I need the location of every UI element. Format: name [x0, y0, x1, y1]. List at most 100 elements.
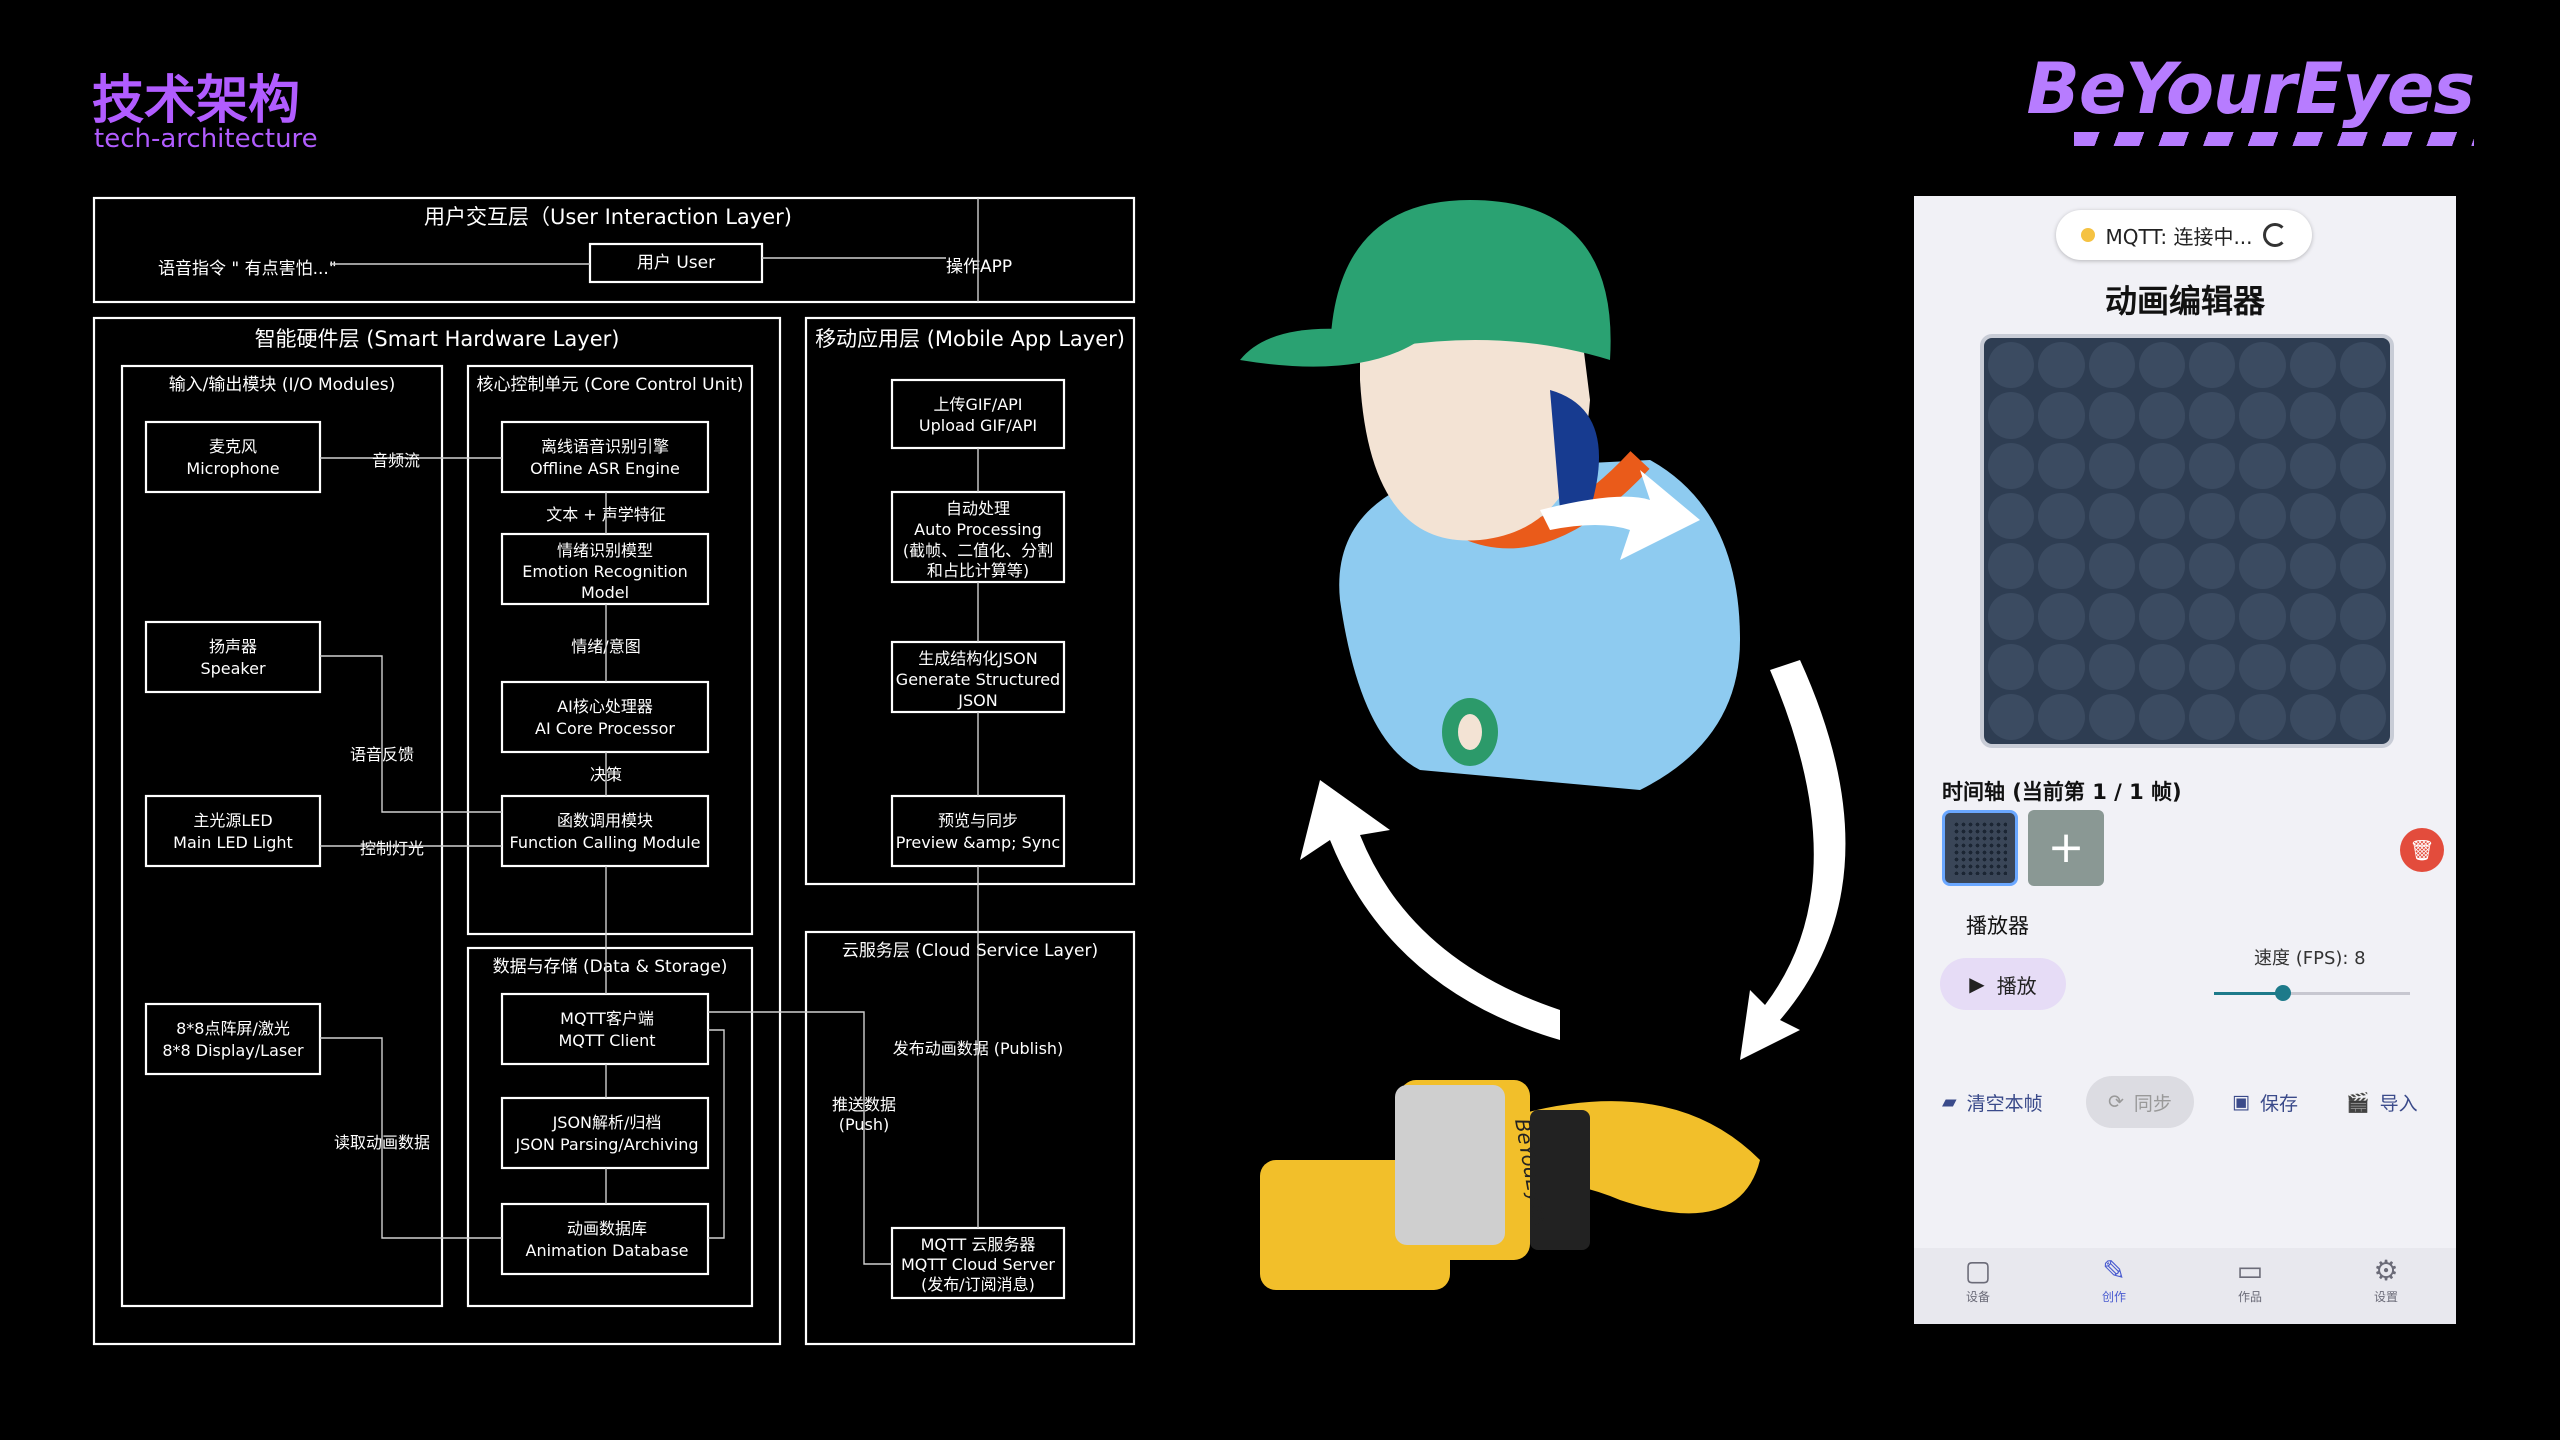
led-cell[interactable]: [1988, 643, 2035, 690]
led-cell[interactable]: [2088, 492, 2135, 539]
led-cell[interactable]: [1988, 693, 2035, 740]
led-cell[interactable]: [2138, 342, 2185, 389]
tab-device[interactable]: ▢设备: [1938, 1254, 2018, 1305]
led-cell[interactable]: [2239, 392, 2286, 439]
delete-frame-button[interactable]: 🗑: [2400, 828, 2444, 872]
led-cell[interactable]: [2088, 392, 2135, 439]
asr-node: [500, 420, 710, 494]
play-icon: ▶: [1969, 972, 1985, 996]
led-cell[interactable]: [2138, 643, 2185, 690]
mqtt-status-pill[interactable]: MQTT: 连接中...: [2056, 210, 2312, 260]
sync-button[interactable]: ⟳同步: [2086, 1076, 2194, 1128]
led-cell[interactable]: [2138, 693, 2185, 740]
led-cell[interactable]: [1988, 492, 2035, 539]
led-cell[interactable]: [2239, 643, 2286, 690]
led-cell[interactable]: [2038, 492, 2085, 539]
led-cell[interactable]: [2289, 693, 2336, 740]
led-cell[interactable]: [2289, 492, 2336, 539]
add-frame-button[interactable]: +: [2028, 810, 2104, 886]
func-node: [500, 794, 710, 868]
edge-publish: 发布动画数据 (Publish): [893, 1039, 1064, 1058]
led-cell[interactable]: [2339, 693, 2386, 740]
led-cell[interactable]: [2038, 543, 2085, 590]
hw-layer-title: 智能硬件层 (Smart Hardware Layer): [255, 327, 620, 351]
import-button[interactable]: 🎬导入: [2346, 1091, 2418, 1115]
led-cell[interactable]: [2239, 342, 2286, 389]
led-cell[interactable]: [2038, 693, 2085, 740]
led-cell[interactable]: [2088, 593, 2135, 640]
cycle-illustration: BeYouEyes: [1240, 200, 1846, 1290]
player-label: 播放器: [1966, 914, 2029, 938]
frame-thumbnail[interactable]: [1942, 810, 2018, 886]
led-cell[interactable]: [2189, 442, 2236, 489]
led-cell[interactable]: [2138, 392, 2185, 439]
led-cell[interactable]: [2038, 593, 2085, 640]
svg-text:Function Calling Module: Function Calling Module: [509, 833, 700, 852]
led-cell[interactable]: [2289, 593, 2336, 640]
led-cell[interactable]: [2289, 442, 2336, 489]
led-cell[interactable]: [2088, 442, 2135, 489]
tab-works[interactable]: ▭作品: [2210, 1254, 2290, 1305]
led-cell[interactable]: [2289, 643, 2336, 690]
led-cell[interactable]: [1988, 593, 2035, 640]
led-cell[interactable]: [2088, 643, 2135, 690]
svg-text:Main LED Light: Main LED Light: [173, 833, 293, 852]
svg-text:自动处理: 自动处理: [946, 499, 1010, 518]
led-cell[interactable]: [2339, 442, 2386, 489]
save-button[interactable]: ▣保存: [2232, 1091, 2298, 1115]
play-button[interactable]: ▶ 播放: [1940, 958, 2066, 1010]
led-cell[interactable]: [2189, 593, 2236, 640]
svg-text:Auto Processing: Auto Processing: [914, 520, 1042, 539]
operate-app-label: 操作APP: [946, 257, 1012, 277]
led-cell[interactable]: [2189, 693, 2236, 740]
led-cell[interactable]: [1988, 342, 2035, 389]
svg-text:MQTT Cloud Server: MQTT Cloud Server: [901, 1255, 1055, 1274]
led-cell[interactable]: [2239, 543, 2286, 590]
led-cell[interactable]: [2189, 392, 2236, 439]
led-cell[interactable]: [2239, 492, 2286, 539]
led-cell[interactable]: [2189, 342, 2236, 389]
led-cell[interactable]: [2189, 643, 2236, 690]
led-cell[interactable]: [2239, 693, 2286, 740]
led-cell[interactable]: [2138, 593, 2185, 640]
action-bar: ▰清空本帧 ⟳同步 ▣保存 🎬导入: [1914, 1076, 2456, 1136]
led-cell[interactable]: [2339, 593, 2386, 640]
led-cell[interactable]: [2038, 643, 2085, 690]
led-cell[interactable]: [2088, 342, 2135, 389]
svg-text:MQTT 云服务器: MQTT 云服务器: [921, 1235, 1036, 1254]
led-cell[interactable]: [1988, 392, 2035, 439]
led-cell[interactable]: [2339, 543, 2386, 590]
led-cell[interactable]: [2339, 492, 2386, 539]
led-matrix-editor[interactable]: [1980, 334, 2394, 748]
led-cell[interactable]: [2189, 543, 2236, 590]
led-cell[interactable]: [2038, 392, 2085, 439]
led-cell[interactable]: [1988, 543, 2035, 590]
led-cell[interactable]: [2038, 442, 2085, 489]
clear-frame-button[interactable]: ▰清空本帧: [1942, 1091, 2043, 1115]
led-cell[interactable]: [2088, 693, 2135, 740]
speed-slider[interactable]: [2214, 985, 2410, 1001]
tab-settings[interactable]: ⚙设置: [2346, 1254, 2426, 1305]
led-cell[interactable]: [2138, 543, 2185, 590]
led-cell[interactable]: [2038, 342, 2085, 389]
brand-stripes: [2074, 132, 2474, 146]
slider-knob[interactable]: [2274, 985, 2291, 1001]
led-cell[interactable]: [2239, 442, 2286, 489]
led-cell[interactable]: [1988, 442, 2035, 489]
led-cell[interactable]: [2339, 643, 2386, 690]
svg-text:主光源LED: 主光源LED: [193, 811, 272, 830]
led-cell[interactable]: [2339, 392, 2386, 439]
led-cell[interactable]: [2138, 442, 2185, 489]
led-cell[interactable]: [2138, 492, 2185, 539]
tab-create[interactable]: ✎创作: [2074, 1254, 2154, 1305]
led-cell[interactable]: [2189, 492, 2236, 539]
led-cell[interactable]: [2289, 342, 2336, 389]
sync-icon: ⟳: [2108, 1091, 2124, 1113]
led-cell[interactable]: [2339, 342, 2386, 389]
led-cell[interactable]: [2239, 593, 2286, 640]
led-cell[interactable]: [2289, 543, 2336, 590]
editor-title: 动画编辑器: [2104, 282, 2265, 320]
led-cell[interactable]: [2289, 392, 2336, 439]
led-cell[interactable]: [2088, 543, 2135, 590]
core-title: 核心控制单元 (Core Control Unit): [477, 375, 744, 395]
